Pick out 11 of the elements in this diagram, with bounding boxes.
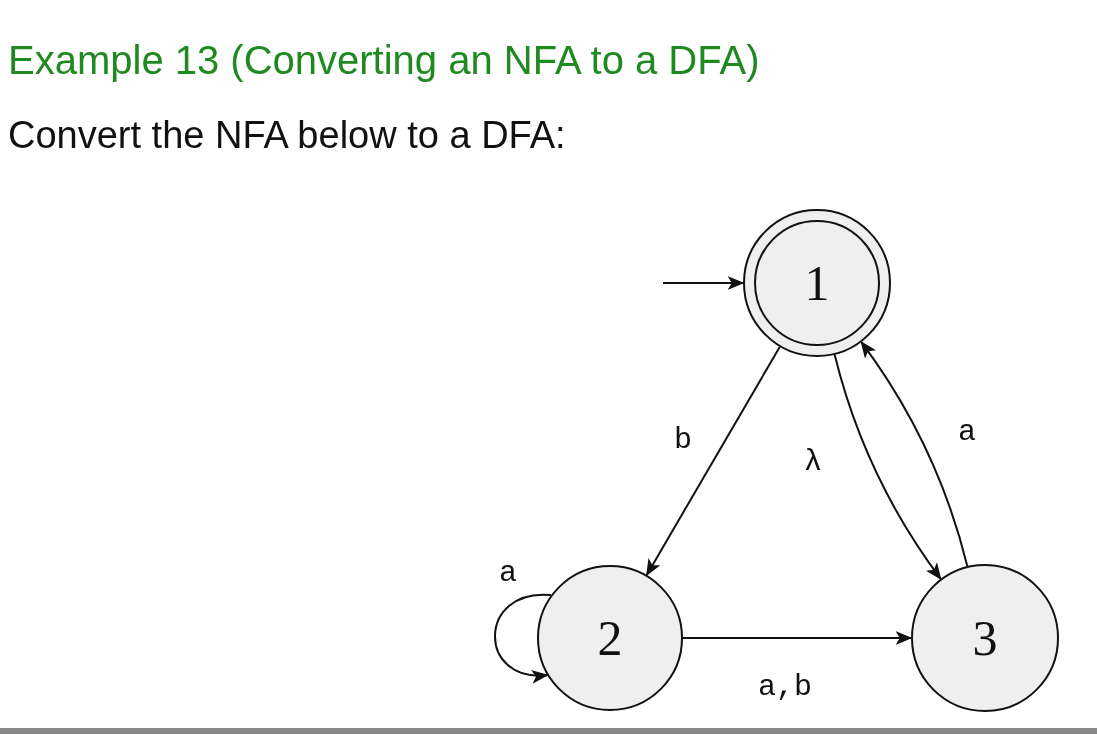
transition-arrow: [645, 345, 781, 577]
title: Example 13 (Converting an NFA to a DFA): [8, 38, 760, 83]
caption: Convert the NFA below to a DFA:: [8, 114, 566, 157]
state-label: 3: [972, 609, 998, 667]
state-label: 2: [597, 609, 623, 667]
transition-arrow: [833, 353, 942, 580]
state-label: 1: [804, 254, 830, 312]
start-arrow: [662, 276, 745, 290]
transition-arrow: [860, 341, 969, 568]
self-loop-arrow: [494, 594, 552, 683]
transition-arrow: [682, 631, 913, 645]
